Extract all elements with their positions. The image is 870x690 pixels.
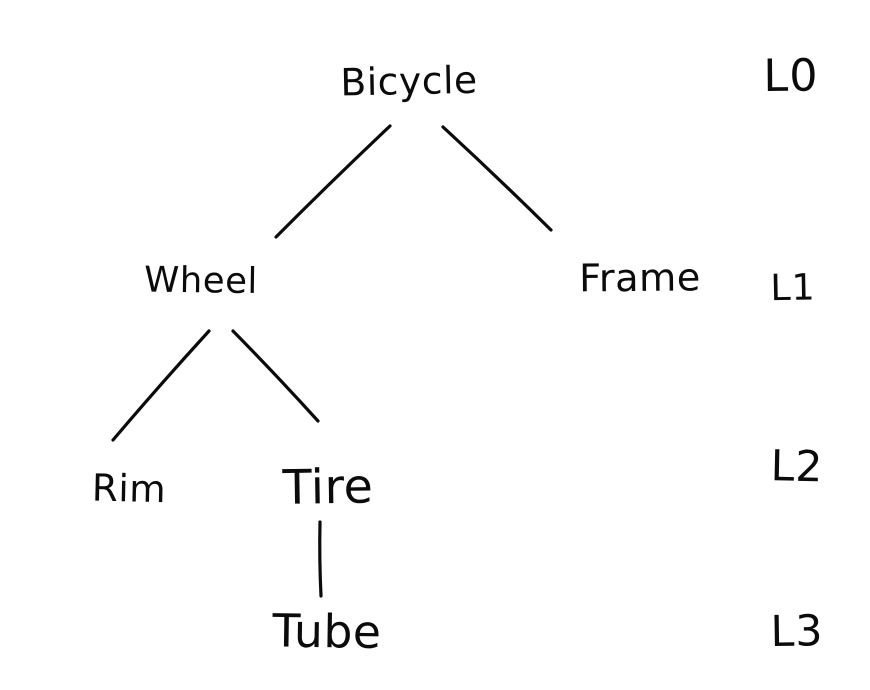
node-tire[interactable]: Tire: [282, 459, 374, 516]
node-rim[interactable]: Rim: [91, 465, 167, 512]
node-bicycle[interactable]: Bicycle: [339, 57, 479, 105]
node-tube[interactable]: Tube: [272, 604, 382, 659]
edge-bicycle-to-wheel: [274, 124, 392, 239]
level-label-l0: L0: [763, 50, 819, 102]
edge-wheel-to-rim: [111, 329, 211, 442]
node-frame[interactable]: Frame: [578, 256, 702, 302]
edge-tire-to-tube: [318, 520, 323, 598]
level-label-l2: L2: [770, 442, 824, 493]
level-label-l3: L3: [770, 606, 824, 658]
edge-bicycle-to-frame: [441, 125, 553, 232]
node-wheel[interactable]: Wheel: [143, 259, 259, 303]
edge-wheel-to-tire: [231, 329, 320, 423]
level-label-l1: L1: [769, 265, 817, 310]
